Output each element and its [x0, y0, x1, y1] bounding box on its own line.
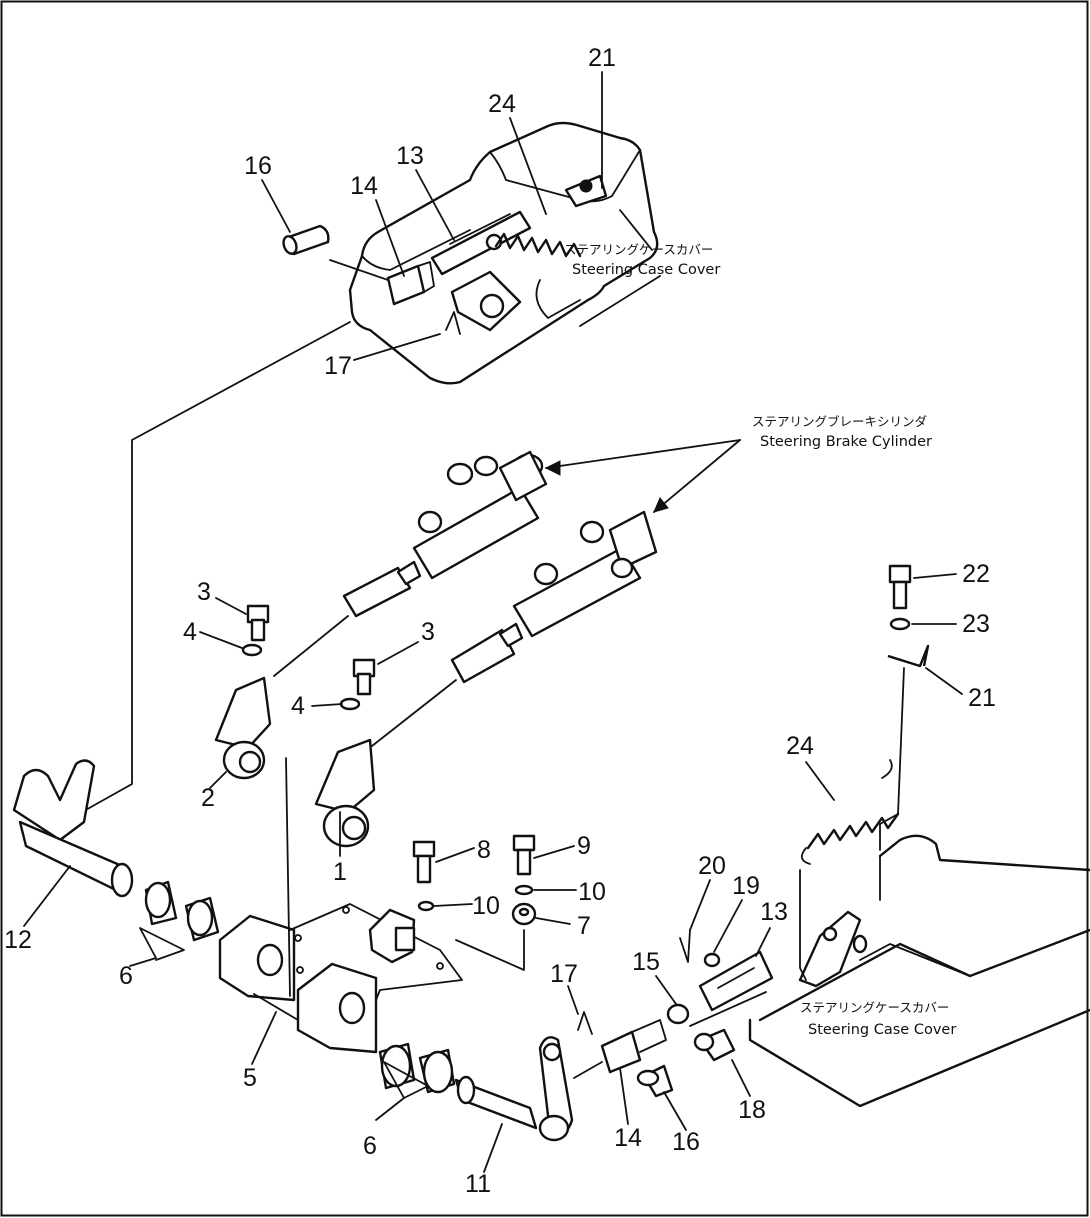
callout-10-a: 10 [472, 892, 500, 920]
callout-8: 8 [477, 836, 491, 864]
callout-6-bottom: 6 [363, 1132, 377, 1160]
pin-16-bottom [636, 1064, 674, 1098]
bolt-22 [888, 564, 912, 610]
callout-2: 2 [201, 784, 215, 812]
callout-19: 19 [732, 872, 760, 900]
note-case-cover-bottom-en: Steering Case Cover [808, 1022, 956, 1038]
callout-1: 1 [333, 858, 347, 886]
lever-1 [314, 738, 376, 848]
callout-11: 11 [465, 1170, 491, 1198]
lever-shaft-11 [454, 1036, 574, 1142]
callout-7: 7 [577, 912, 591, 940]
lever-shaft-12 [12, 759, 134, 898]
yoke-14-bottom [600, 1003, 690, 1074]
callout-24-right: 24 [786, 732, 814, 760]
callout-17-bottom: 17 [550, 960, 578, 988]
bolt-9 [511, 834, 537, 926]
bracket-5 [218, 903, 463, 1054]
leader-lines [23, 71, 963, 1173]
rod-13-bottom [698, 950, 774, 1012]
right-case-cover [748, 834, 1090, 1108]
callout-labels: 21 24 13 16 14 17 3 4 3 4 2 1 12 6 5 6 8… [4, 44, 996, 1198]
note-brake-cylinder-jp: ステアリングブレーキシリンダ [752, 414, 927, 429]
callout-17-top: 17 [324, 352, 352, 380]
cotter-20 [679, 929, 691, 963]
callout-21-right: 21 [968, 684, 996, 712]
callout-10-b: 10 [578, 878, 606, 906]
callout-15: 15 [632, 948, 660, 976]
bracket-21-right [887, 644, 930, 668]
bolt-8 [412, 840, 436, 912]
callout-13-top: 13 [396, 142, 424, 170]
note-case-cover-top-en: Steering Case Cover [572, 262, 720, 278]
top-linkage-rod [282, 174, 608, 335]
rod-13-top [430, 210, 532, 276]
brake-cylinder-lower [450, 510, 658, 684]
callout-4-mid: 4 [291, 692, 305, 720]
bushing-6-bottom [378, 1042, 456, 1094]
callout-20: 20 [698, 852, 726, 880]
washer-19 [703, 952, 721, 968]
callout-16-top: 16 [244, 152, 272, 180]
pin-18 [693, 1028, 736, 1062]
callout-4-left: 4 [183, 618, 197, 646]
callout-22: 22 [962, 560, 990, 588]
note-case-cover-top-jp: ステアリングケースカバー [564, 242, 713, 257]
brake-cylinder-upper [342, 450, 548, 618]
lever-2 [214, 676, 272, 780]
callout-6-left: 6 [119, 962, 133, 990]
note-case-cover-bottom-jp: ステアリングケースカバー [800, 1000, 949, 1015]
callout-18: 18 [738, 1096, 766, 1124]
callout-14-top: 14 [350, 172, 378, 200]
callout-9: 9 [577, 832, 591, 860]
callout-16-bottom: 16 [672, 1128, 700, 1156]
bolt-3-left [241, 604, 270, 657]
callout-13-bottom: 13 [760, 898, 788, 926]
callout-5: 5 [243, 1064, 257, 1092]
callout-21-top: 21 [588, 44, 616, 72]
washer-23 [889, 617, 911, 631]
note-brake-cylinder-en: Steering Brake Cylinder [760, 434, 932, 450]
note-labels: ステアリングケースカバー Steering Case Cover ステアリングブ… [564, 242, 956, 1038]
callout-3-left: 3 [197, 578, 211, 606]
bolt-3-mid [339, 658, 376, 711]
callout-14-bottom: 14 [614, 1124, 642, 1152]
yoke-14-top [386, 264, 426, 306]
callout-24-top: 24 [488, 90, 516, 118]
cotter-17-bottom [577, 1011, 593, 1035]
bushing-6-left [144, 880, 220, 942]
callout-12: 12 [4, 926, 32, 954]
callout-3-mid: 3 [421, 618, 435, 646]
spring-24-right [800, 759, 900, 865]
callout-23: 23 [962, 610, 990, 638]
